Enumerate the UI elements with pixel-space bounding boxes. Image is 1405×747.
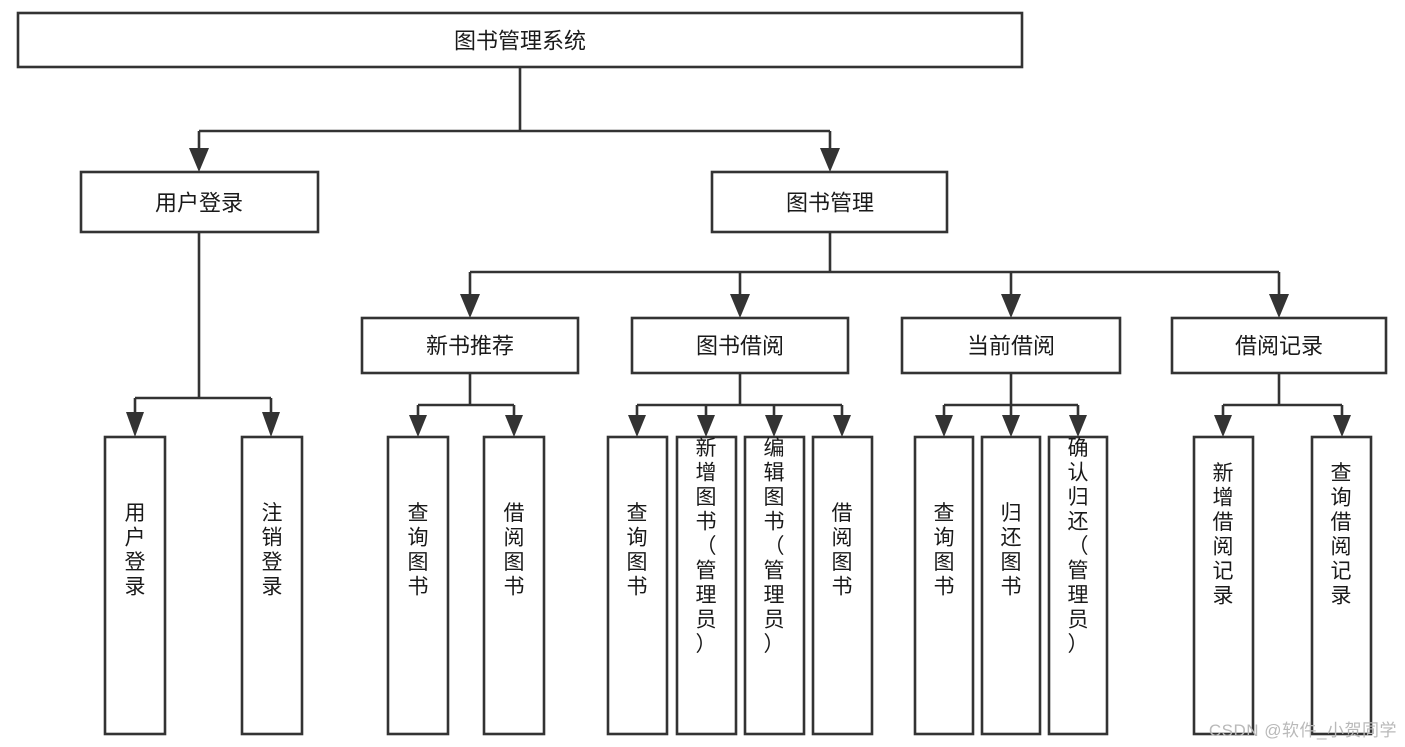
leaf-book-borrow-2-label: 新增图书（管理员） — [696, 437, 717, 656]
node-current-borrow-box — [900, 316, 1122, 375]
node-root-system-box — [16, 11, 1024, 69]
arrow-to-current-borrow — [1001, 294, 1021, 318]
node-current-borrow[interactable]: 当前借阅 — [900, 316, 1122, 375]
leaf-borrow-records-2-label: 查询借阅记录 — [1331, 462, 1352, 608]
arrow-current-borrow-leaf1 — [935, 415, 953, 437]
leaf-current-borrow-3-label: 确认归还（管理员） — [1068, 437, 1089, 656]
leaf-new-book-2-box — [482, 435, 546, 736]
arrow-book-borrow-leaf2 — [697, 415, 715, 437]
leaf-user-login-2-label: 注销登录 — [262, 502, 283, 599]
node-root-system[interactable]: 图书管理系统 — [16, 11, 1024, 69]
node-borrow-records-label: 借阅记录 — [1235, 334, 1323, 359]
leaf-book-borrow-2-box — [675, 435, 738, 736]
leaf-current-borrow-2-box — [980, 435, 1042, 736]
arrow-to-book-mgmt — [820, 148, 840, 172]
node-book-management-box — [710, 170, 949, 234]
leaf-user-login-1-label: 用户登录 — [125, 502, 146, 599]
node-user-login[interactable]: 用户登录 — [79, 170, 320, 234]
node-borrow-records-box — [1170, 316, 1388, 375]
leaf-borrow-records-1-box — [1192, 435, 1255, 736]
leaf-current-borrow-1-label: 查询图书 — [934, 502, 955, 599]
leaf-book-borrow-4-label: 借阅图书 — [832, 502, 853, 599]
node-new-book-recommend-box — [360, 316, 580, 375]
leaf-new-book-1-label: 查询图书 — [408, 502, 429, 599]
arrow-current-borrow-leaf3 — [1069, 415, 1087, 437]
node-book-borrow-label: 图书借阅 — [696, 334, 784, 359]
leaf-book-borrow-3-label: 编辑图书（管理员） — [764, 437, 785, 656]
leaf-book-borrow-1-box — [606, 435, 669, 736]
node-borrow-records[interactable]: 借阅记录 — [1170, 316, 1388, 375]
arrow-current-borrow-leaf2 — [1002, 415, 1020, 437]
leaf-borrow-records-2[interactable]: 查询借阅记录 — [1310, 435, 1373, 736]
node-root-system-label: 图书管理系统 — [454, 29, 586, 54]
leaf-current-borrow-1[interactable]: 查询图书 — [913, 435, 975, 736]
leaf-book-borrow-1[interactable]: 查询图书 — [606, 435, 669, 736]
leaf-book-borrow-1-label: 查询图书 — [627, 502, 648, 599]
leaf-current-borrow-1-box — [913, 435, 975, 736]
arrow-book-borrow-leaf4 — [833, 415, 851, 437]
node-book-management-label: 图书管理 — [786, 191, 874, 216]
arrow-to-user-login — [189, 148, 209, 172]
arrow-borrow-records-leaf1 — [1214, 415, 1232, 437]
arrow-to-new-book — [460, 294, 480, 318]
arrow-to-borrow-records — [1269, 294, 1289, 318]
node-new-book-recommend[interactable]: 新书推荐 — [360, 316, 580, 375]
leaf-current-borrow-3[interactable]: 确认归还（管理员） — [1047, 435, 1109, 736]
leaf-borrow-records-1[interactable]: 新增借阅记录 — [1192, 435, 1255, 736]
arrow-book-borrow-leaf1 — [628, 415, 646, 437]
arrow-user-login-leaf1 — [126, 412, 144, 437]
arrow-borrow-records-leaf2 — [1333, 415, 1351, 437]
node-current-borrow-label: 当前借阅 — [967, 334, 1055, 359]
arrow-user-login-leaf2 — [262, 412, 280, 437]
leaf-new-book-1-box — [386, 435, 450, 736]
node-book-management[interactable]: 图书管理 — [710, 170, 949, 234]
arrow-new-book-leaf1 — [409, 415, 427, 437]
leaf-book-borrow-2[interactable]: 新增图书（管理员） — [675, 435, 738, 736]
node-new-book-recommend-label: 新书推荐 — [426, 334, 514, 359]
node-user-login-box — [79, 170, 320, 234]
node-book-borrow[interactable]: 图书借阅 — [630, 316, 850, 375]
leaf-book-borrow-4[interactable]: 借阅图书 — [811, 435, 874, 736]
leaf-borrow-records-2-box — [1310, 435, 1373, 736]
leaf-current-borrow-2[interactable]: 归还图书 — [980, 435, 1042, 736]
leaf-user-login-2[interactable]: 注销登录 — [240, 435, 304, 736]
node-user-login-label: 用户登录 — [155, 191, 243, 216]
leaf-current-borrow-3-box — [1047, 435, 1109, 736]
node-book-borrow-box — [630, 316, 850, 375]
arrow-new-book-leaf2 — [505, 415, 523, 437]
leaf-book-borrow-3-box — [743, 435, 806, 736]
arrow-book-borrow-leaf3 — [765, 415, 783, 437]
leaf-user-login-1-box — [103, 435, 167, 736]
connector-group — [126, 67, 1351, 437]
leaf-new-book-1[interactable]: 查询图书 — [386, 435, 450, 736]
leaf-book-borrow-4-box — [811, 435, 874, 736]
leaf-book-borrow-3[interactable]: 编辑图书（管理员） — [743, 435, 806, 736]
leaf-current-borrow-2-label: 归还图书 — [1001, 502, 1022, 599]
leaf-borrow-records-1-label: 新增借阅记录 — [1213, 462, 1234, 608]
leaf-user-login-2-box — [240, 435, 304, 736]
leaf-new-book-2-label: 借阅图书 — [504, 502, 525, 599]
leaf-user-login-1[interactable]: 用户登录 — [103, 435, 167, 736]
leaf-new-book-2[interactable]: 借阅图书 — [482, 435, 546, 736]
arrow-to-book-borrow — [730, 294, 750, 318]
csdn-watermark: CSDN @软件_小贺同学 — [1208, 721, 1397, 740]
